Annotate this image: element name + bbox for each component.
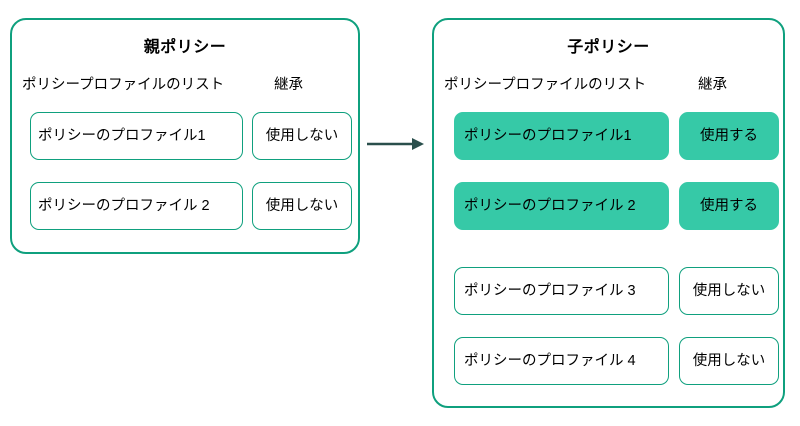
policy-profile-chip[interactable]: ポリシーのプロファイル 3: [454, 267, 669, 315]
column-header-profile-list: ポリシープロファイルのリスト: [22, 77, 225, 93]
child-policy-column-headers: ポリシープロファイルのリスト 継承: [434, 74, 783, 96]
parent-policy-rows: ポリシーのプロファイル1 使用しない ポリシーのプロファイル 2 使用しない: [12, 20, 358, 252]
arrow-right-icon: [366, 130, 428, 158]
policy-profile-chip[interactable]: ポリシーのプロファイル 4: [454, 337, 669, 385]
column-header-inheritance: 継承: [698, 77, 727, 93]
policy-profile-chip[interactable]: ポリシーのプロファイル1: [30, 112, 243, 160]
child-policy-title: 子ポリシー: [567, 39, 650, 56]
inheritance-status-chip[interactable]: 使用しない: [679, 337, 779, 385]
policy-profile-chip[interactable]: ポリシーのプロファイル1: [454, 112, 669, 160]
inheritance-status-chip[interactable]: 使用する: [679, 182, 779, 230]
child-policy-rows: ポリシーのプロファイル1 使用する ポリシーのプロファイル 2 使用する ポリシ…: [434, 20, 783, 406]
parent-policy-panel: 親ポリシー ポリシープロファイルのリスト 継承 ポリシーのプロファイル1 使用し…: [10, 18, 360, 254]
inheritance-status-chip[interactable]: 使用しない: [252, 182, 352, 230]
policy-profile-chip[interactable]: ポリシーのプロファイル 2: [30, 182, 243, 230]
parent-policy-title: 親ポリシー: [143, 39, 227, 56]
policy-profile-chip[interactable]: ポリシーのプロファイル 2: [454, 182, 669, 230]
inheritance-status-chip[interactable]: 使用する: [679, 112, 779, 160]
inheritance-status-chip[interactable]: 使用しない: [252, 112, 352, 160]
column-header-profile-list: ポリシープロファイルのリスト: [444, 77, 647, 93]
inheritance-status-chip[interactable]: 使用しない: [679, 267, 779, 315]
child-policy-panel: 子ポリシー ポリシープロファイルのリスト 継承 ポリシーのプロファイル1 使用す…: [432, 18, 785, 408]
parent-policy-column-headers: ポリシープロファイルのリスト 継承: [12, 74, 358, 96]
column-header-inheritance: 継承: [274, 77, 303, 93]
